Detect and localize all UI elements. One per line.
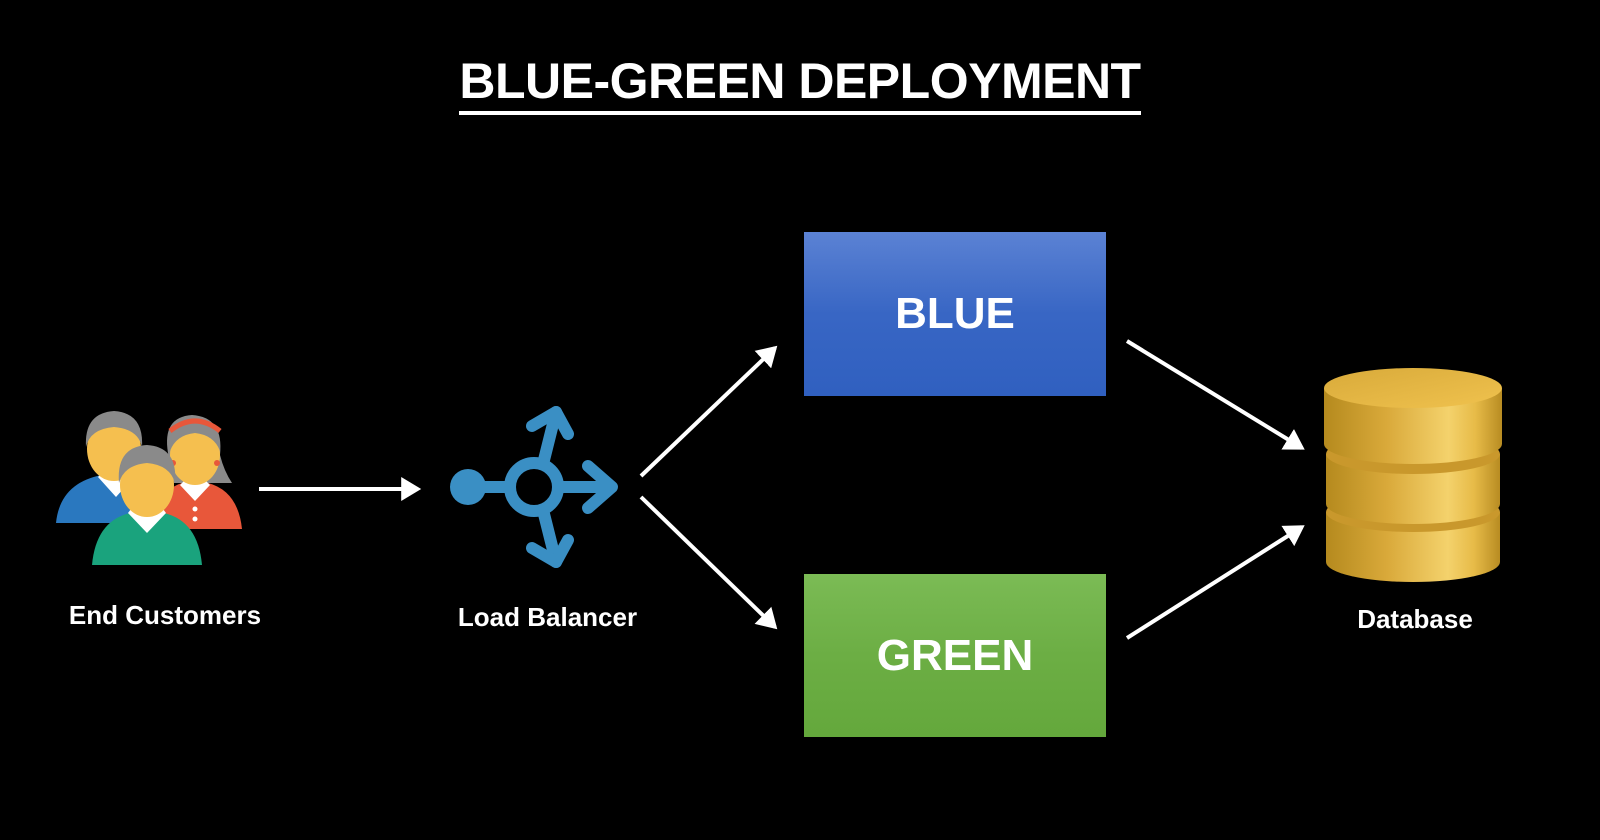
- node-label-end-customers: End Customers: [68, 600, 262, 630]
- green-environment-label: GREEN: [876, 630, 1034, 680]
- diagram-title-text: BLUE-GREEN DEPLOYMENT: [459, 53, 1141, 115]
- node-label-load-balancer: Load Balancer: [457, 602, 638, 632]
- edge-green-to-database: [1125, 525, 1305, 640]
- green-environment-box: GREEN: [804, 574, 1106, 737]
- blue-environment-box: BLUE: [804, 232, 1106, 396]
- edge-load-balancer-to-blue: [639, 345, 778, 478]
- load-balancer-icon: [450, 406, 618, 568]
- blue-environment-label: BLUE: [895, 289, 1015, 338]
- users-group-icon: [56, 411, 242, 565]
- edge-blue-to-database: [1125, 339, 1305, 450]
- node-label-database: Database: [1357, 604, 1473, 634]
- edge-load-balancer-to-green: [639, 495, 778, 630]
- diagram-title: BLUE-GREEN DEPLOYMENT: [0, 52, 1600, 115]
- database-icon: [1324, 368, 1502, 582]
